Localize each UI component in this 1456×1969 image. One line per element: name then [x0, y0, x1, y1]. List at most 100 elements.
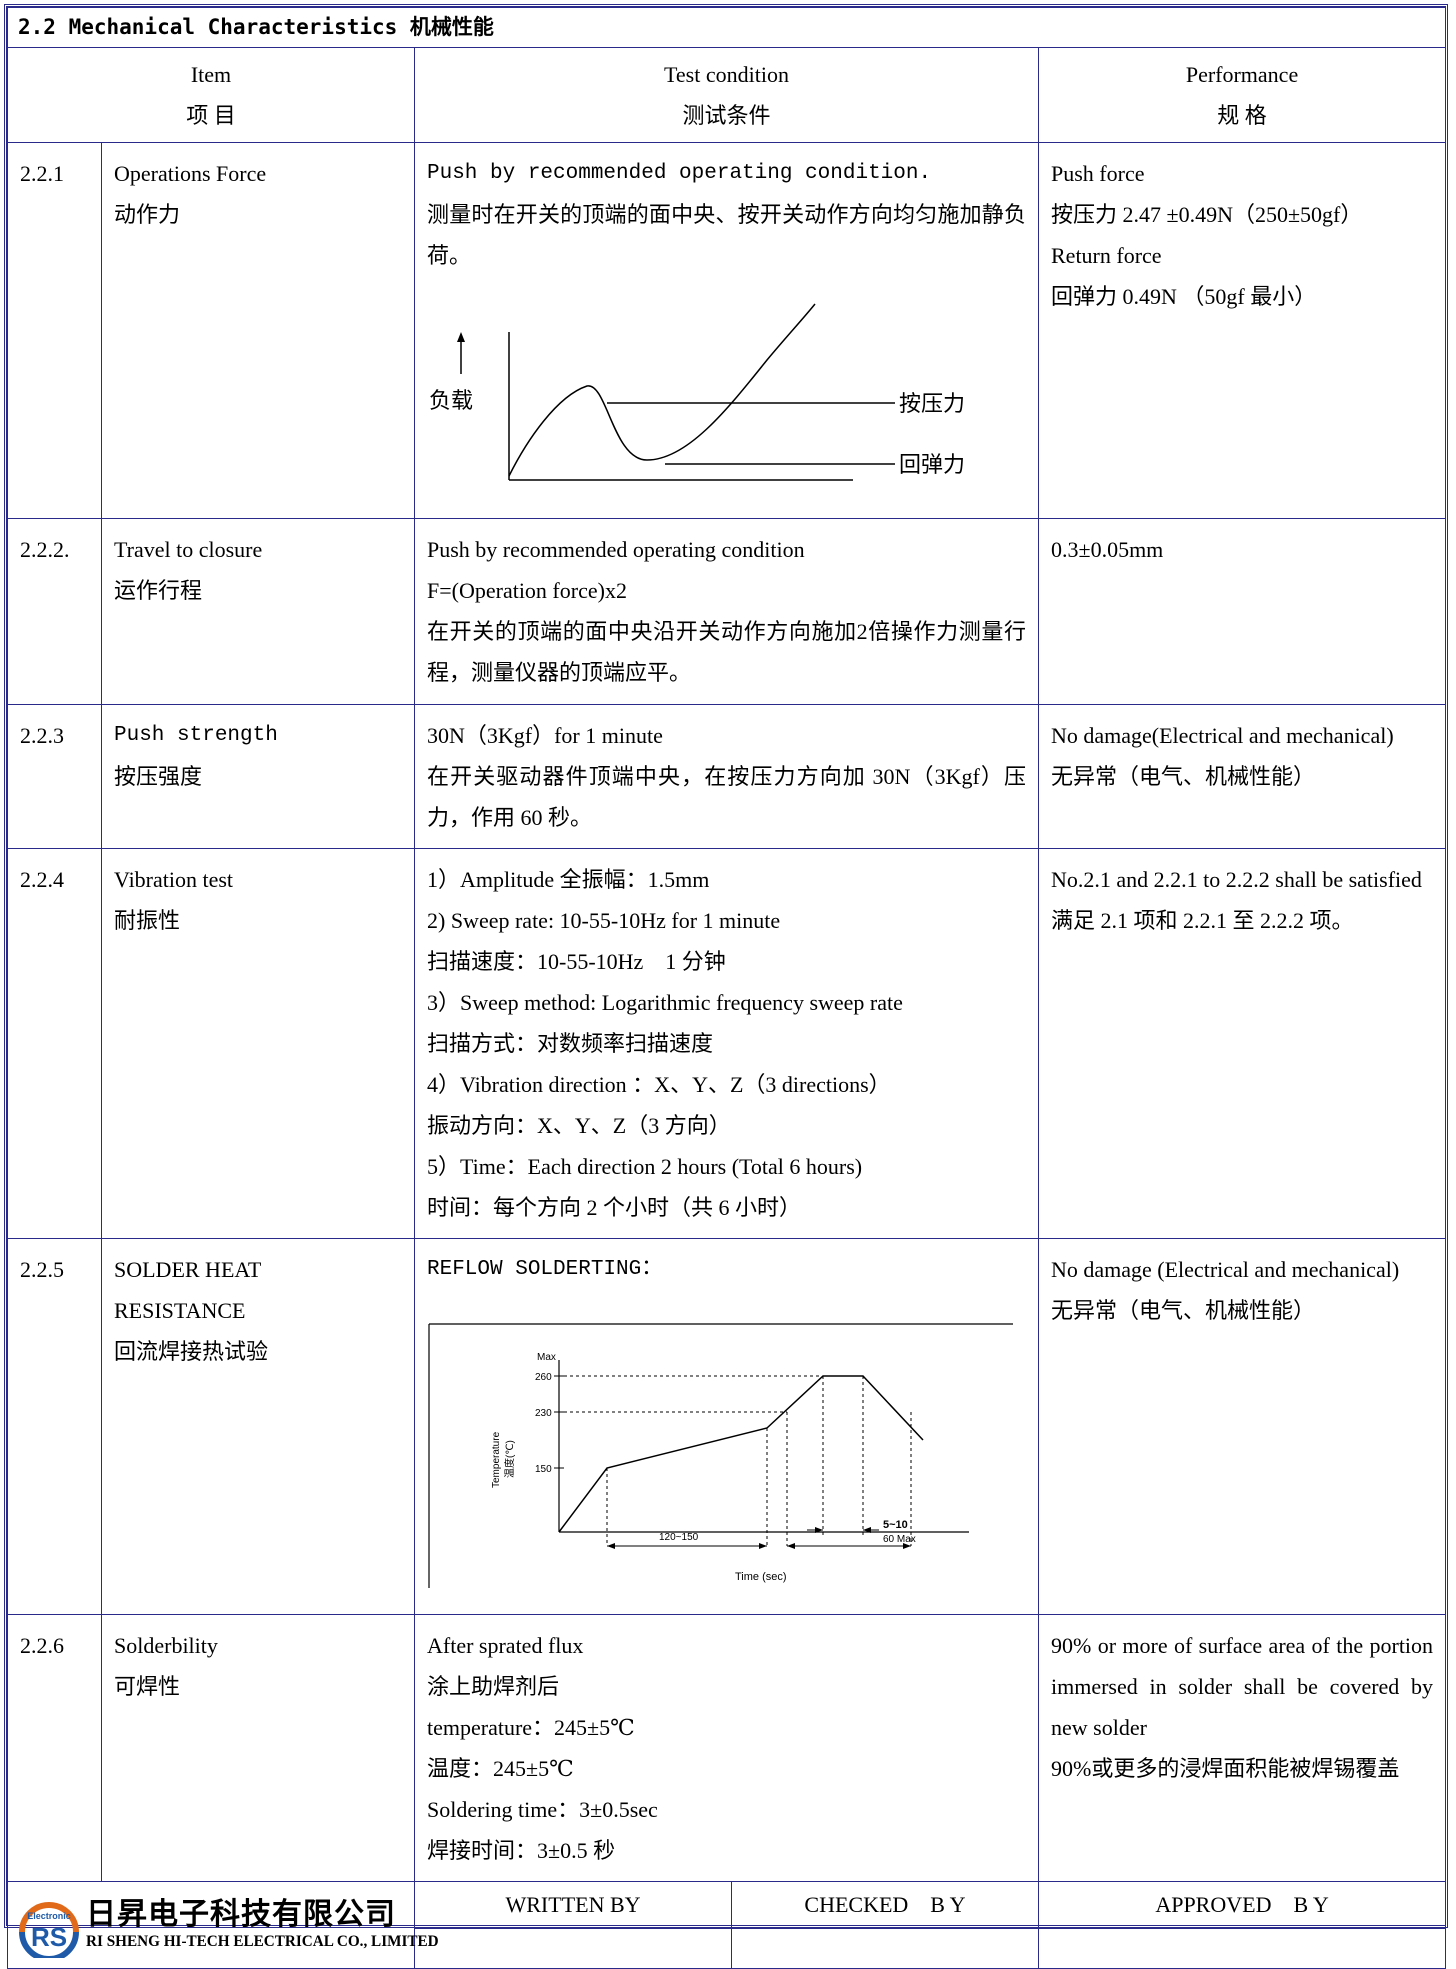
written-by-signature[interactable] [414, 1928, 732, 1969]
header-test: Test condition 测试条件 [414, 47, 1039, 143]
header-item-cn: 项 目 [186, 103, 236, 128]
perf-line: 90%或更多的浸焊面积能被焊锡覆盖 [1051, 1756, 1400, 1781]
test-line: 温度：245±5℃ [427, 1756, 574, 1781]
test-line: 5）Time：Each direction 2 hours (Total 6 h… [427, 1154, 863, 1179]
test-line: 振动方向：X、Y、Z（3 方向） [427, 1113, 731, 1138]
test-line: 扫描方式：对数频率扫描速度 [427, 1031, 714, 1056]
header-item: Item 项 目 [7, 47, 415, 143]
row-id: 2.2.1 [7, 142, 102, 519]
test-line: 时间：每个方向 2 个小时（共 6 小时） [427, 1195, 802, 1220]
test-line: 测量时在开关的顶端的面中央、按开关动作方向均匀施加静负荷。 [427, 202, 1026, 268]
approved-by-signature[interactable] [1037, 1928, 1447, 1969]
reflow-tick-230: 230 [535, 1408, 552, 1419]
test-line: 扫描速度：10-55-10Hz 1 分钟 [427, 949, 726, 974]
row-id: 2.2.4 [7, 848, 102, 1239]
row-test: Push by recommended operating condition.… [414, 142, 1039, 519]
item-en: Push strength [114, 724, 278, 747]
row-item: SOLDER HEAT RESISTANCE 回流焊接热试验 [101, 1238, 415, 1615]
row-perf: No damage(Electrical and mechanical) 无异常… [1037, 704, 1447, 849]
reflow-profile-diagram: Max 260 230 150 Temperature 温度(℃) [428, 1323, 1013, 1588]
arrow-up-icon [457, 332, 465, 342]
reflow-duration-1: 120~150 [659, 1532, 699, 1543]
table-row: 2.2.6 Solderbility 可焊性 After sprated flu… [7, 1614, 1447, 1882]
item-en: RESISTANCE [114, 1298, 246, 1323]
perf-line: No.2.1 and 2.2.1 to 2.2.2 shall be satis… [1051, 867, 1422, 892]
header-item-en: Item [190, 62, 232, 87]
row-item: Travel to closure 运作行程 [101, 518, 415, 705]
force-stroke-diagram: 负载 按压力 回弹力 行程 [429, 303, 965, 481]
approved-by-label: APPROVED B Y [1037, 1881, 1447, 1929]
header-test-en: Test condition [664, 62, 789, 87]
row-item: Solderbility 可焊性 [101, 1614, 415, 1882]
force-curve [508, 303, 816, 477]
item-cn: 动作力 [114, 202, 181, 227]
reflow-tick-260: 260 [535, 1372, 552, 1383]
test-line: Push by recommended operating condition. [427, 162, 932, 185]
header-test-cn: 测试条件 [682, 103, 771, 128]
item-cn: 回流焊接热试验 [114, 1339, 269, 1364]
test-line: temperature：245±5℃ [427, 1715, 635, 1740]
row-item: Vibration test 耐振性 [101, 848, 415, 1239]
row-test: 30N（3Kgf）for 1 minute 在开关驱动器件顶端中央，在按压力方向… [414, 704, 1039, 849]
perf-line: No damage(Electrical and mechanical) [1051, 723, 1394, 748]
test-line: 涂上助焊剂后 [427, 1674, 560, 1699]
reflow-x-label: Time (sec) [735, 1571, 787, 1583]
reflow-curve [558, 1375, 924, 1533]
test-line: 4）Vibration direction ：X、Y、Z（3 direction… [427, 1072, 891, 1097]
row-id: 2.2.3 [7, 704, 102, 849]
spec-page: 2.2 Mechanical Characteristics 机械性能 Item… [4, 4, 1448, 1969]
mechanical-spec-table: 2.2 Mechanical Characteristics 机械性能 Item… [6, 7, 1447, 1969]
test-line: F=(Operation force)x2 [427, 578, 627, 603]
item-en: Vibration test [114, 867, 234, 892]
diagram-press-label: 按压力 [899, 391, 965, 416]
perf-line: 满足 2.1 项和 2.2.1 至 2.2.2 项。 [1051, 908, 1354, 933]
item-cn: 运作行程 [114, 578, 203, 603]
reflow-y-label-en: Temperature [491, 1431, 502, 1488]
reflow-duration-3: 60 Max [883, 1534, 916, 1545]
perf-line: 0.3±0.05mm [1051, 537, 1164, 562]
table-row: 2.2.4 Vibration test 耐振性 1）Amplitude 全振幅… [7, 848, 1447, 1239]
table-header-row: Item 项 目 Test condition 测试条件 Performance… [7, 47, 1447, 143]
reflow-y-label-cn: 温度(℃) [503, 1440, 516, 1478]
section-title: 2.2 Mechanical Characteristics 机械性能 [6, 7, 1447, 48]
checked-by-signature[interactable] [731, 1928, 1039, 1969]
table-row: 2.2.2. Travel to closure 运作行程 Push by re… [7, 518, 1447, 705]
row-id: 2.2.2. [7, 518, 102, 705]
test-line: 焊接时间：3±0.5 秒 [427, 1838, 616, 1863]
row-id: 2.2.5 [7, 1238, 102, 1615]
perf-line: Return force [1051, 243, 1162, 268]
diagram-return-label: 回弹力 [899, 452, 965, 477]
written-by-label: WRITTEN BY [414, 1881, 732, 1929]
perf-line: 回弹力 0.49N （50gf 最小） [1051, 284, 1317, 309]
perf-line: 无异常（电气、机械性能） [1051, 764, 1316, 789]
company-logo-icon: Electronic RS [19, 1902, 79, 1958]
perf-line: No damage (Electrical and mechanical) [1051, 1257, 1400, 1282]
item-cn: 可焊性 [114, 1674, 181, 1699]
item-en: Travel to closure [114, 537, 263, 562]
test-line: 2) Sweep rate: 10-55-10Hz for 1 minute [427, 908, 781, 933]
row-perf: No.2.1 and 2.2.1 to 2.2.2 shall be satis… [1037, 848, 1447, 1239]
item-cn: 耐振性 [114, 908, 181, 933]
reflow-tick-150: 150 [535, 1464, 552, 1475]
perf-line: 无异常（电气、机械性能） [1051, 1298, 1316, 1323]
logo-letters: RS [31, 1922, 67, 1952]
header-perf-en: Performance [1185, 62, 1299, 87]
item-en: SOLDER HEAT [114, 1257, 262, 1282]
row-item: Push strength 按压强度 [101, 704, 415, 849]
test-line: Push by recommended operating condition [427, 537, 805, 562]
row-item: Operations Force 动作力 [101, 142, 415, 519]
row-test: REFLOW SOLDERTING： Max 260 230 150 Tempe… [414, 1238, 1039, 1615]
row-test: Push by recommended operating condition … [414, 518, 1039, 705]
logo-small-text: Electronic [27, 1911, 71, 1921]
table-row: 2.2.1 Operations Force 动作力 Push by recom… [7, 142, 1447, 519]
row-perf: Push force 按压力 2.47 ±0.49N（250±50gf） Ret… [1037, 142, 1447, 519]
row-perf: No damage (Electrical and mechanical) 无异… [1037, 1238, 1447, 1615]
test-line: 30N（3Kgf）for 1 minute [427, 723, 663, 748]
test-line: 在开关驱动器件顶端中央，在按压力方向加 30N（3Kgf）压力，作用 60 秒。 [427, 764, 1026, 830]
test-line: After sprated flux [427, 1633, 584, 1658]
reflow-duration-2: 5~10 [883, 1519, 908, 1531]
item-en: Solderbility [114, 1633, 218, 1658]
signature-header-row: Electronic RS 日昇电子科技有限公司 RI SHENG HI-TEC… [7, 1881, 1447, 1969]
row-test: 1）Amplitude 全振幅：1.5mm 2) Sweep rate: 10-… [414, 848, 1039, 1239]
test-line: Soldering time：3±0.5sec [427, 1797, 658, 1822]
